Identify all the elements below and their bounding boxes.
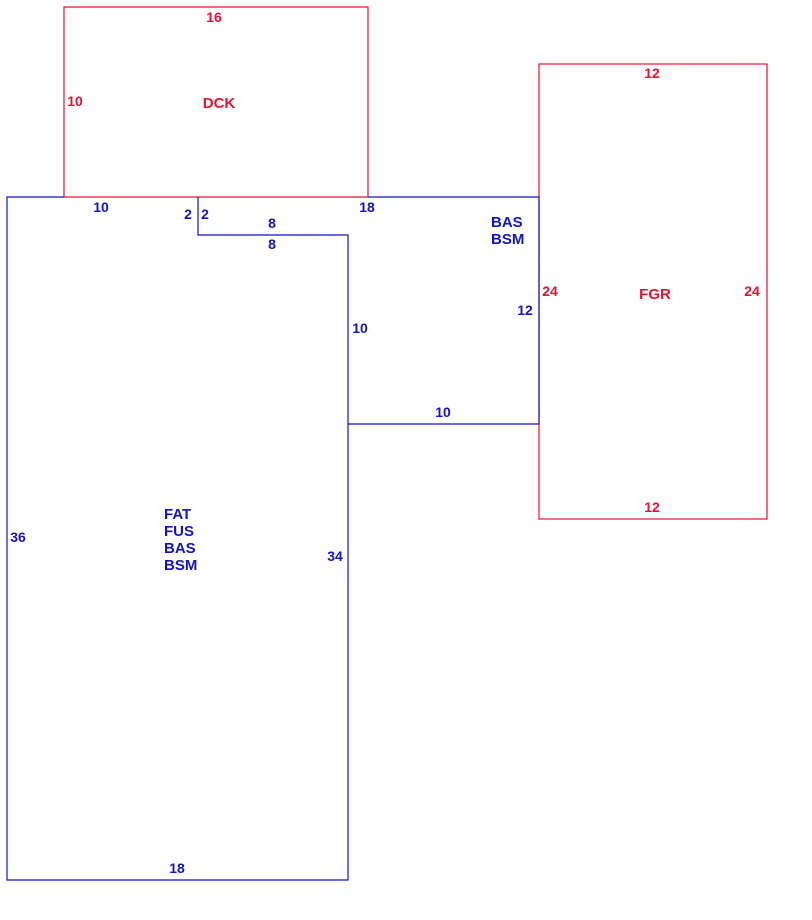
main-label-bas: BAS (164, 540, 196, 557)
wing-dim-left: 10 (352, 320, 368, 336)
main-label-fat: FAT (164, 506, 191, 523)
dck-dim-bottom: 18 (359, 199, 375, 215)
main-dim-bottom: 18 (169, 860, 185, 876)
fgr-dim-top: 12 (644, 65, 660, 81)
wing-outline (348, 196, 540, 425)
dck-dim-top: 16 (206, 9, 222, 25)
main-dim-notch-top: 8 (268, 215, 276, 231)
wing-label-bsm: BSM (491, 231, 524, 248)
wing-dim-right: 12 (517, 302, 533, 318)
main-label-bsm: BSM (164, 557, 197, 574)
wing-dim-bottom: 10 (435, 404, 451, 420)
dck-area: DCK 16 10 (63, 6, 369, 198)
dck-label: DCK (203, 95, 236, 112)
main-living-area: FAT FUS BAS BSM 10 2 2 8 8 18 36 34 18 B… (6, 196, 540, 881)
main-dim-right: 34 (327, 548, 343, 564)
main-dim-left: 36 (10, 529, 26, 545)
main-dim-top-left: 10 (93, 199, 109, 215)
main-outline (6, 196, 349, 881)
dck-outline (63, 6, 369, 197)
fgr-dim-left: 24 (542, 283, 558, 299)
fgr-label: FGR (639, 286, 671, 303)
main-dim-notch-right: 2 (201, 206, 209, 222)
main-dim-notch-bottom: 8 (268, 236, 276, 252)
fgr-dim-right: 24 (744, 283, 760, 299)
fgr-area: FGR 12 24 24 12 (538, 63, 768, 520)
main-dim-notch-left: 2 (184, 206, 192, 222)
main-label-fus: FUS (164, 523, 194, 540)
wing-label-bas: BAS (491, 214, 523, 231)
dck-dim-left: 10 (67, 93, 83, 109)
fgr-dim-bottom: 12 (644, 499, 660, 515)
